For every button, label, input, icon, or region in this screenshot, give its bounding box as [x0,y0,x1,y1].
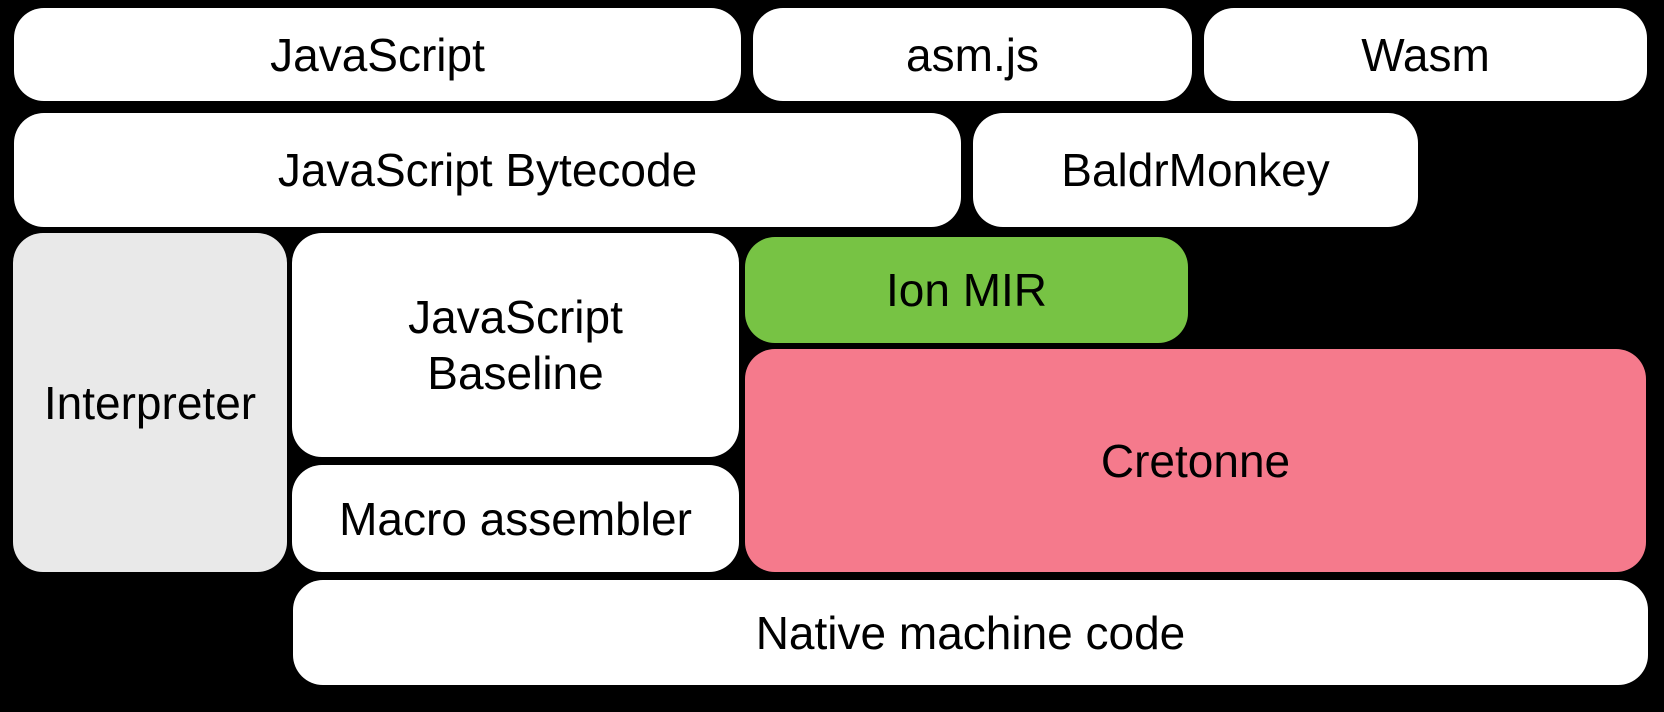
box-native-machine-code: Native machine code [293,580,1648,685]
box-interpreter: Interpreter [13,233,287,572]
box-wasm: Wasm [1204,8,1647,101]
box-interpreter-label: Interpreter [43,376,257,429]
box-baldrmonkey: BaldrMonkey [973,113,1418,227]
box-native-machine-code-label: Native machine code [755,606,1186,659]
box-macro-assembler-label: Macro assembler [339,492,692,545]
box-macro-assembler: Macro assembler [292,465,739,572]
box-javascript-baseline: JavaScript Baseline [292,233,739,457]
box-cretonne-label: Cretonne [1100,434,1291,487]
box-cretonne: Cretonne [745,349,1646,572]
box-baldrmonkey-label: BaldrMonkey [1061,144,1330,196]
box-javascript: JavaScript [14,8,741,101]
box-ion-mir: Ion MIR [745,237,1188,343]
box-ion-mir-label: Ion MIR [885,264,1048,316]
box-javascript-baseline-label: JavaScript Baseline [408,291,623,399]
box-javascript-bytecode: JavaScript Bytecode [14,113,961,227]
box-asmjs: asm.js [753,8,1192,101]
box-javascript-bytecode-label: JavaScript Bytecode [277,144,698,196]
box-asmjs-label: asm.js [906,28,1039,81]
box-wasm-label: Wasm [1361,28,1490,81]
box-javascript-label: JavaScript [270,28,485,81]
